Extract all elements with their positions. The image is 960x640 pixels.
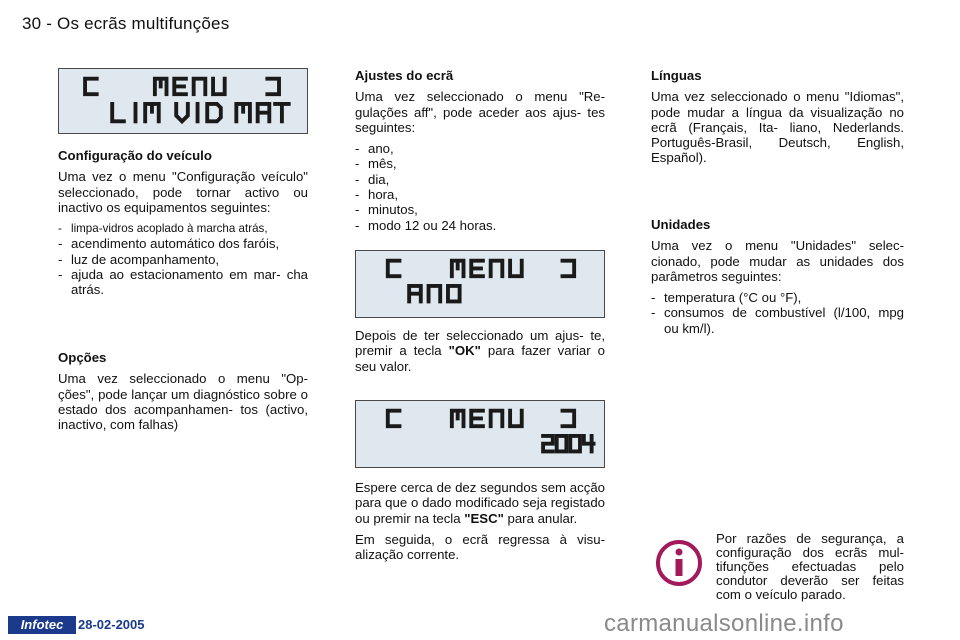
list-item: -acendimento automático dos faróis, — [58, 236, 280, 252]
column-right: Línguas Uma vez seleccionado o menu "Idi… — [651, 68, 904, 172]
footer-date: 28-02-2005 — [78, 617, 145, 632]
lcd-display-year — [355, 250, 605, 318]
return-paragraph: Em seguida, o ecrã regressa à visu- aliz… — [355, 531, 605, 563]
list-item: -consumos de combustível (l/100, mpg ou … — [651, 305, 904, 336]
list-item: -ajuda ao estacionamento em mar- cha atr… — [58, 267, 308, 298]
safety-notice: Por razões de segurança, a configuração … — [716, 531, 904, 602]
watermark: carmanualsonline.info — [604, 610, 844, 637]
lcd-line-2 — [407, 284, 462, 304]
section-title-languages: Línguas — [651, 68, 702, 83]
list-item: -mês, — [355, 156, 397, 172]
list-item: -modo 12 ou 24 horas. — [355, 217, 497, 233]
list-item: -ano, — [355, 141, 394, 157]
adjust-instructions: Depois de ter seleccionado um ajus- te, … — [355, 328, 605, 374]
list-item: -minutos, — [355, 202, 418, 218]
wait-instructions: Espere cerca de dez segundos sem acção p… — [355, 480, 605, 526]
units-list: -temperatura (°C ou °F), -consumos de co… — [651, 290, 904, 336]
list-item: -hora, — [355, 187, 399, 203]
section-title-display-settings: Ajustes do ecrã — [355, 68, 454, 83]
after-year-paragraph-block: Depois de ter seleccionado um ajus- te, … — [355, 328, 605, 380]
units-paragraph: Uma vez o menu "Unidades" selec- cionado… — [651, 238, 904, 284]
esc-key-label: "ESC" — [464, 510, 504, 526]
display-settings-list: -ano, -mês, -dia, -hora, -minutos, -modo… — [355, 141, 605, 233]
column-left: Configuração do veículo Uma vez o menu "… — [58, 148, 308, 298]
list-item: -luz de acompanhamento, — [58, 251, 220, 267]
page-title: 30 - Os ecrãs multifunções — [22, 14, 230, 33]
section-title-options: Opções — [58, 350, 107, 365]
list-item: -dia, — [355, 171, 390, 187]
lcd-display-value — [355, 400, 605, 468]
languages-paragraph: Uma vez seleccionado o menu "Idiomas", p… — [651, 89, 904, 166]
lcd-line-1 — [385, 408, 577, 429]
units-section: Unidades Uma vez o menu "Unidades" selec… — [651, 217, 904, 336]
column-middle: Ajustes do ecrã Uma vez seleccionado o m… — [355, 68, 605, 233]
options-section: Opções Uma vez seleccionado o menu "Op- … — [58, 350, 308, 438]
wait-paragraph-block: Espere cerca de dez segundos sem acção p… — [355, 480, 605, 568]
lcd-display-vehicle-config — [58, 68, 308, 134]
ok-key-label: "OK" — [448, 343, 481, 359]
infotec-logo: Infotec — [8, 616, 76, 634]
options-paragraph: Uma vez seleccionado o menu "Op- ções", … — [58, 371, 308, 433]
display-settings-paragraph: Uma vez seleccionado o menu "Re- gulaçõe… — [355, 89, 605, 135]
vehicle-config-list: -limpa-vidros acoplado à marcha atrás, -… — [58, 221, 308, 297]
vehicle-config-paragraph: Uma vez o menu "Configuração veículo" se… — [58, 169, 308, 215]
section-title-units: Unidades — [651, 217, 711, 232]
lcd-line-1 — [83, 76, 281, 97]
lcd-line-2 — [110, 101, 291, 125]
section-title-vehicle-config: Configuração do veículo — [58, 148, 212, 163]
list-item: -temperatura (°C ou °F), — [651, 290, 802, 306]
lcd-line-1 — [385, 258, 577, 279]
lcd-line-2 — [541, 434, 596, 454]
list-item: -limpa-vidros acoplado à marcha atrás, — [58, 222, 268, 236]
info-icon — [656, 540, 702, 586]
